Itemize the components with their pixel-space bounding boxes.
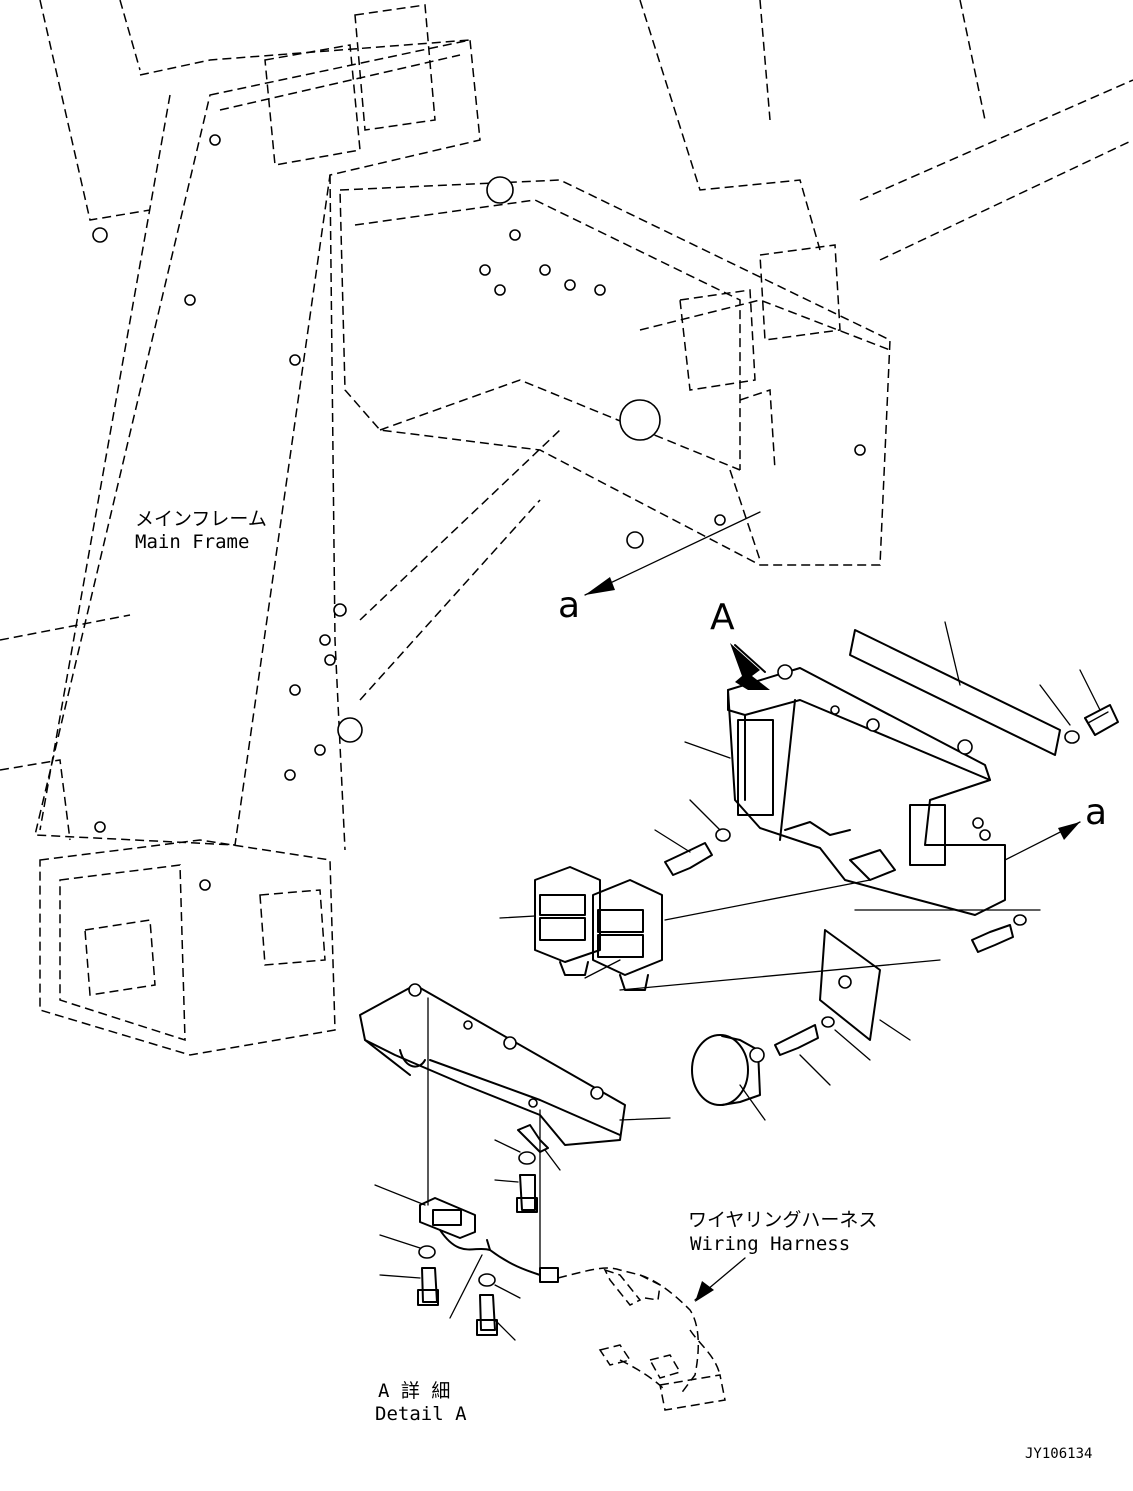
main-frame-label-jp: メインフレーム: [135, 508, 267, 530]
view-arrow-a: [730, 643, 770, 690]
drawing-number: JY106134: [1025, 1446, 1093, 1462]
leader-lines-right: [499, 621, 1101, 1121]
mount-plate: [819, 929, 881, 1041]
work-lamp-right: [592, 879, 663, 991]
washer-bolt-upper: [1064, 704, 1119, 744]
wiring-harness-label-en: Wiring Harness: [690, 1233, 851, 1255]
detail-a-label-en: Detail A: [375, 1403, 467, 1425]
plate: [849, 629, 1061, 756]
ref-arrow-top: [584, 511, 761, 596]
frame-holes: [92, 134, 866, 891]
bolt-washer-lamp: [774, 1016, 835, 1056]
work-lamp-left: [534, 866, 601, 976]
lamp-bracket: [727, 664, 1006, 916]
wiring-harness: [557, 1257, 746, 1411]
ref-a-label-right: a: [1085, 792, 1108, 833]
detail-a-parts: [417, 1124, 559, 1336]
bolt-washer-low: [971, 914, 1027, 953]
detail-a-leaders: [374, 997, 671, 1341]
wiring-harness-label-jp: ワイヤリングハーネス: [688, 1209, 878, 1231]
main-frame-label-en: Main Frame: [135, 531, 250, 553]
ref-arrow-right: [1004, 821, 1081, 861]
view-a-label: A: [710, 597, 735, 638]
bolt-washer-mid: [664, 828, 731, 876]
detail-a-bracket: [359, 983, 626, 1146]
main-frame: [0, 0, 1133, 1056]
ref-a-label-top: a: [558, 585, 581, 626]
detail-a-label-jp: A 詳 細: [378, 1380, 451, 1402]
rear-lamp: [691, 1034, 765, 1106]
